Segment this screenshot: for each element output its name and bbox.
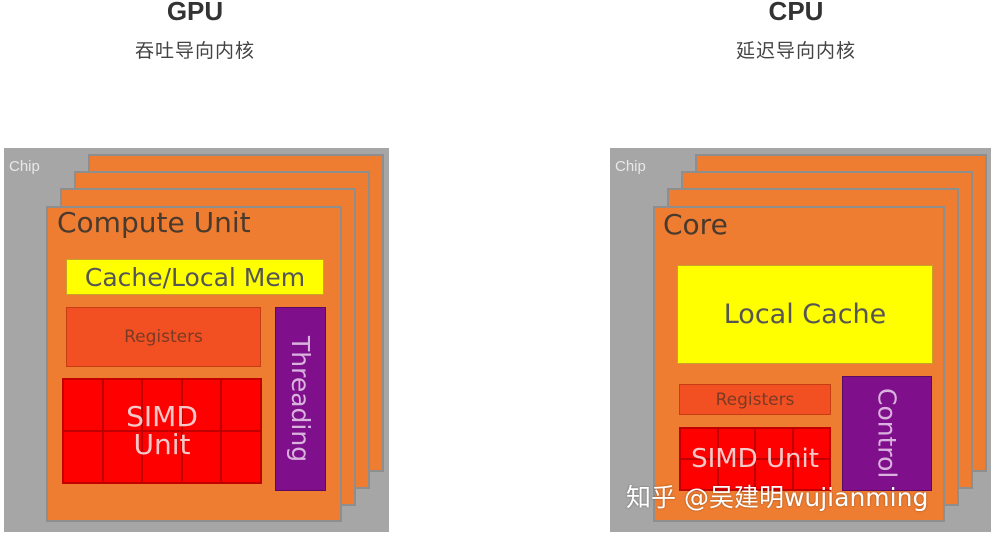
cpu-subtitle: 延迟导向内核 (735, 40, 856, 62)
cpu-simd-unit: SIMD Unit (679, 427, 831, 491)
gpu-simd-grid (63, 379, 261, 483)
watermark: 知乎 @吴建明wujianming (626, 483, 929, 512)
gpu-registers-block: Registers (66, 307, 261, 367)
simd-lane-cell (792, 459, 830, 490)
gpu-threading-label: Threading (286, 335, 315, 463)
gpu-simd-label: SIMD Unit (63, 379, 261, 483)
gpu-compute-unit-label: Compute Unit (57, 206, 251, 239)
cpu-core-label: Core (663, 208, 728, 241)
cpu-registers-label: Registers (715, 389, 795, 410)
simd-lane-cell (792, 428, 830, 459)
gpu-cache-block: Cache/Local Mem (66, 259, 324, 295)
gpu-registers-label: Registers (124, 327, 203, 347)
simd-lane-cell (142, 431, 182, 483)
simd-lane-cell (221, 431, 261, 483)
gpu-subtitle: 吞吐导向内核 (134, 40, 255, 62)
cpu-control-label: Control (872, 388, 902, 479)
simd-lane-cell (63, 379, 103, 431)
simd-lane-cell (755, 459, 793, 490)
simd-lane-cell (680, 428, 718, 459)
gpu-simd-label-line1: SIMD (126, 400, 198, 433)
simd-lane-cell (63, 431, 103, 483)
gpu-chip-label: Chip (9, 158, 40, 175)
cpu-cache-label: Local Cache (723, 299, 887, 330)
simd-lane-cell (717, 428, 755, 459)
cpu-registers-block: Registers (679, 384, 831, 415)
cpu-simd-label-text: SIMD Unit (691, 444, 819, 474)
simd-lane-cell (680, 459, 718, 490)
gpu-cache-label: Cache/Local Mem (84, 262, 306, 292)
cpu-title: CPU (768, 0, 824, 26)
cpu-simd-label: SIMD Unit (680, 428, 830, 490)
simd-lane-cell (102, 379, 143, 431)
simd-lane-cell (755, 428, 793, 459)
simd-lane-cell (102, 431, 143, 483)
cpu-simd-grid (680, 428, 830, 490)
simd-lane-cell (142, 379, 182, 431)
cpu-cache-block: Local Cache (677, 265, 933, 364)
simd-lane-cell (717, 459, 755, 490)
gpu-title: GPU (166, 0, 224, 26)
simd-lane-cell (181, 431, 222, 483)
gpu-simd-unit: SIMD Unit (62, 378, 262, 484)
gpu-simd-label-line2: Unit (133, 428, 191, 461)
cpu-control-block: Control (842, 376, 932, 491)
simd-lane-cell (221, 379, 261, 431)
simd-lane-cell (181, 379, 222, 431)
gpu-threading-block: Threading (275, 307, 326, 491)
cpu-chip-label: Chip (615, 158, 646, 175)
